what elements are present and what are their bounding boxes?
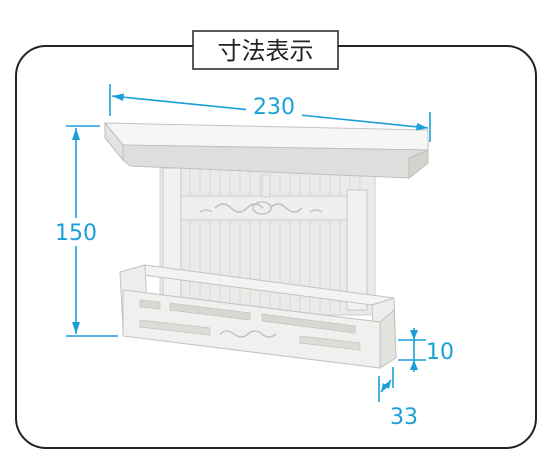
width-label: 230	[253, 95, 295, 120]
shelf-illustration	[103, 121, 429, 369]
diagram-title: 寸法表示	[218, 37, 314, 65]
depth-label: 33	[390, 405, 418, 430]
right-post	[346, 189, 368, 311]
carving-ornament	[199, 201, 323, 215]
height-label: 150	[55, 221, 97, 246]
step-label: 10	[426, 340, 454, 365]
fence-depth-side	[379, 308, 397, 369]
carved-transom	[180, 195, 348, 221]
title-box	[192, 30, 339, 70]
